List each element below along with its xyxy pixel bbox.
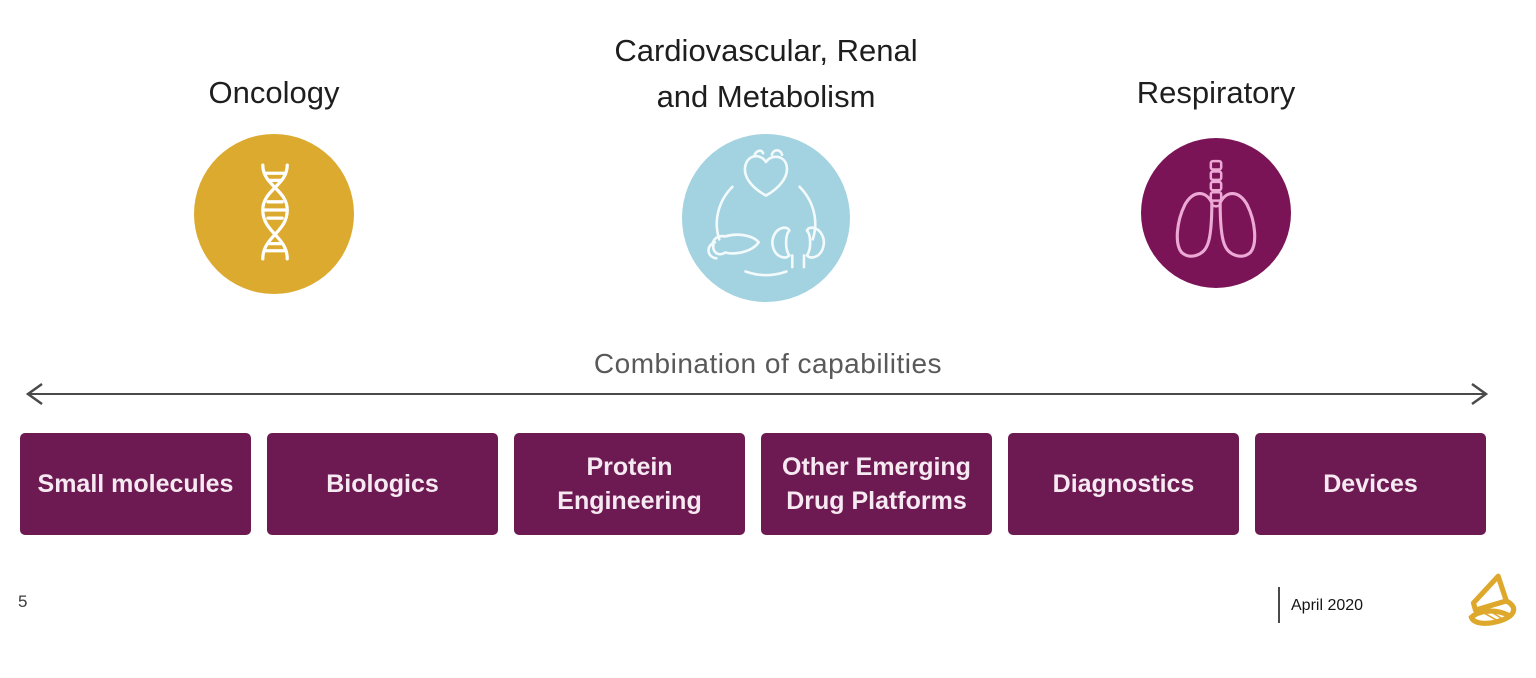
oncology-circle bbox=[194, 134, 354, 294]
combination-of-capabilities-label: Combination of capabilities bbox=[593, 348, 943, 379]
capability-box-diagnostics: Diagnostics bbox=[1008, 433, 1239, 535]
capability-box-row: Small molecules Biologics Protein Engine… bbox=[20, 433, 1486, 535]
double-headed-arrow bbox=[25, 382, 1489, 406]
dna-helix-icon bbox=[242, 159, 306, 270]
therapy-area-title: Respiratory bbox=[1136, 75, 1296, 110]
capability-box-biologics: Biologics bbox=[267, 433, 498, 535]
capability-box-small-molecules: Small molecules bbox=[20, 433, 251, 535]
heart-pancreas-kidneys-icon bbox=[693, 143, 839, 294]
lungs-icon bbox=[1164, 157, 1268, 270]
capability-box-other-emerging-drug-platforms: Other Emerging Drug Platforms bbox=[761, 433, 992, 535]
respiratory-circle bbox=[1141, 138, 1291, 288]
therapy-area-title: Cardiovascular, Renal and Metabolism bbox=[614, 33, 918, 114]
footer-divider bbox=[1278, 587, 1280, 623]
cvrm-circle bbox=[682, 134, 850, 302]
page-number: 5 bbox=[18, 592, 28, 611]
therapy-area-cvrm: Cardiovascular, Renal and Metabolism bbox=[576, 28, 956, 302]
therapy-area-title: Oncology bbox=[208, 75, 340, 110]
astrazeneca-logo-icon bbox=[1460, 569, 1526, 646]
capability-box-devices: Devices bbox=[1255, 433, 1486, 535]
footer-date: April 2020 bbox=[1291, 597, 1364, 614]
capability-box-protein-engineering: Protein Engineering bbox=[514, 433, 745, 535]
therapy-area-respiratory: Respiratory bbox=[1066, 28, 1366, 288]
therapy-area-oncology: Oncology bbox=[124, 28, 424, 294]
